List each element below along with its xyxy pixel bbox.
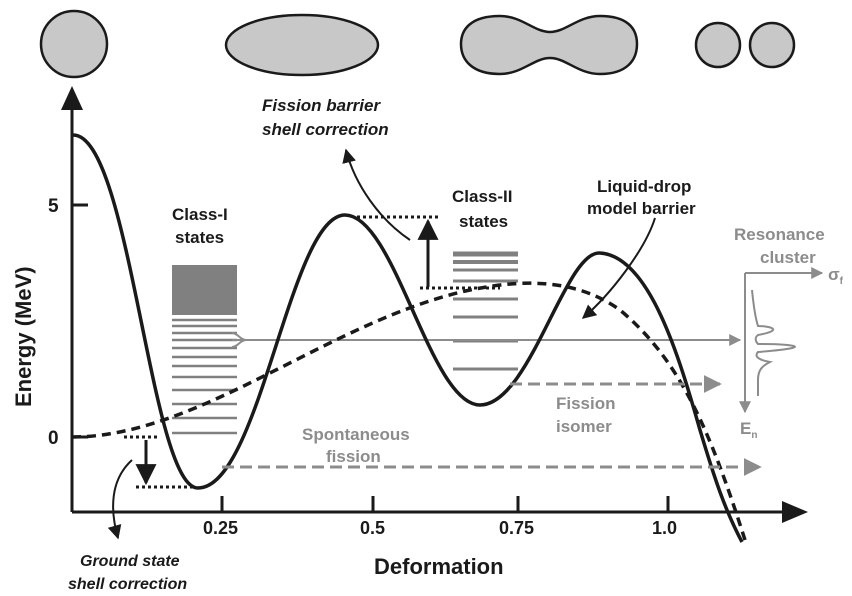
x-tick-label-0.25: 0.25 bbox=[203, 518, 238, 538]
liquid-drop-label-line1: Liquid-drop bbox=[597, 177, 691, 196]
x-tick-label-0.75: 0.75 bbox=[499, 518, 534, 538]
ellipsoid-shape bbox=[224, 13, 380, 77]
fission-barrier-label-line1: Fission barrier bbox=[262, 96, 381, 115]
class1-levels bbox=[172, 318, 237, 435]
sphere-shape bbox=[39, 9, 109, 79]
y-axis-title: Energy (MeV) bbox=[11, 266, 36, 407]
ground-label-line1: Ground state bbox=[80, 553, 180, 570]
sigma-f-label: σf bbox=[828, 265, 844, 287]
necked-shape bbox=[459, 14, 639, 76]
x-axis-arrow bbox=[782, 501, 808, 523]
resonance-cluster-inset bbox=[739, 267, 824, 414]
en-label: En bbox=[740, 419, 757, 441]
y-tick-label-0: 0 bbox=[48, 428, 59, 449]
class1-label-line2: states bbox=[175, 228, 224, 247]
resonance-label-line1: Resonance bbox=[734, 225, 825, 244]
ground-label-arrow bbox=[107, 459, 133, 540]
spontaneous-label-line1: Spontaneous bbox=[302, 425, 410, 444]
x-tick-label-0.5: 0.5 bbox=[360, 518, 385, 538]
resonance-label-line2: cluster bbox=[760, 248, 816, 267]
resonance-line-start bbox=[231, 332, 247, 348]
double-humped-barrier-curve bbox=[71, 133, 744, 543]
fragment-left-shape bbox=[694, 21, 742, 69]
nuclear-shapes bbox=[39, 9, 796, 79]
class2-label-line1: Class-II bbox=[452, 187, 512, 206]
spontaneous-label-line2: fission bbox=[326, 447, 381, 466]
x-tick-label-1.0: 1.0 bbox=[652, 518, 677, 538]
inset-resonance-spectrum bbox=[751, 289, 796, 396]
class1-label-line1: Class-I bbox=[172, 205, 228, 224]
liquid-drop-curve bbox=[71, 281, 747, 541]
class2-states bbox=[453, 251, 518, 371]
class2-levels bbox=[453, 251, 518, 371]
fission-isomer-label-line2: isomer bbox=[556, 417, 612, 436]
fragment-right-shape bbox=[748, 21, 796, 69]
y-axis-arrow bbox=[61, 86, 83, 110]
barrier-label-arrow bbox=[342, 148, 411, 241]
class1-dense-band bbox=[172, 265, 237, 315]
liquid-drop-label-line2: model barrier bbox=[587, 199, 696, 218]
fission-isomer-label-line1: Fission bbox=[556, 394, 616, 413]
axes: 5 0 0.25 0.5 0.75 1.0 Deformation Energy… bbox=[11, 86, 808, 579]
class2-label-line2: states bbox=[459, 212, 508, 231]
y-tick-label-5: 5 bbox=[48, 196, 59, 217]
x-axis-title: Deformation bbox=[374, 554, 504, 579]
ground-label-line2: shell correction bbox=[68, 576, 187, 593]
class1-states bbox=[172, 265, 237, 435]
fission-barrier-label-line2: shell correction bbox=[262, 120, 389, 139]
liquid-drop-label-arrow bbox=[581, 217, 656, 319]
